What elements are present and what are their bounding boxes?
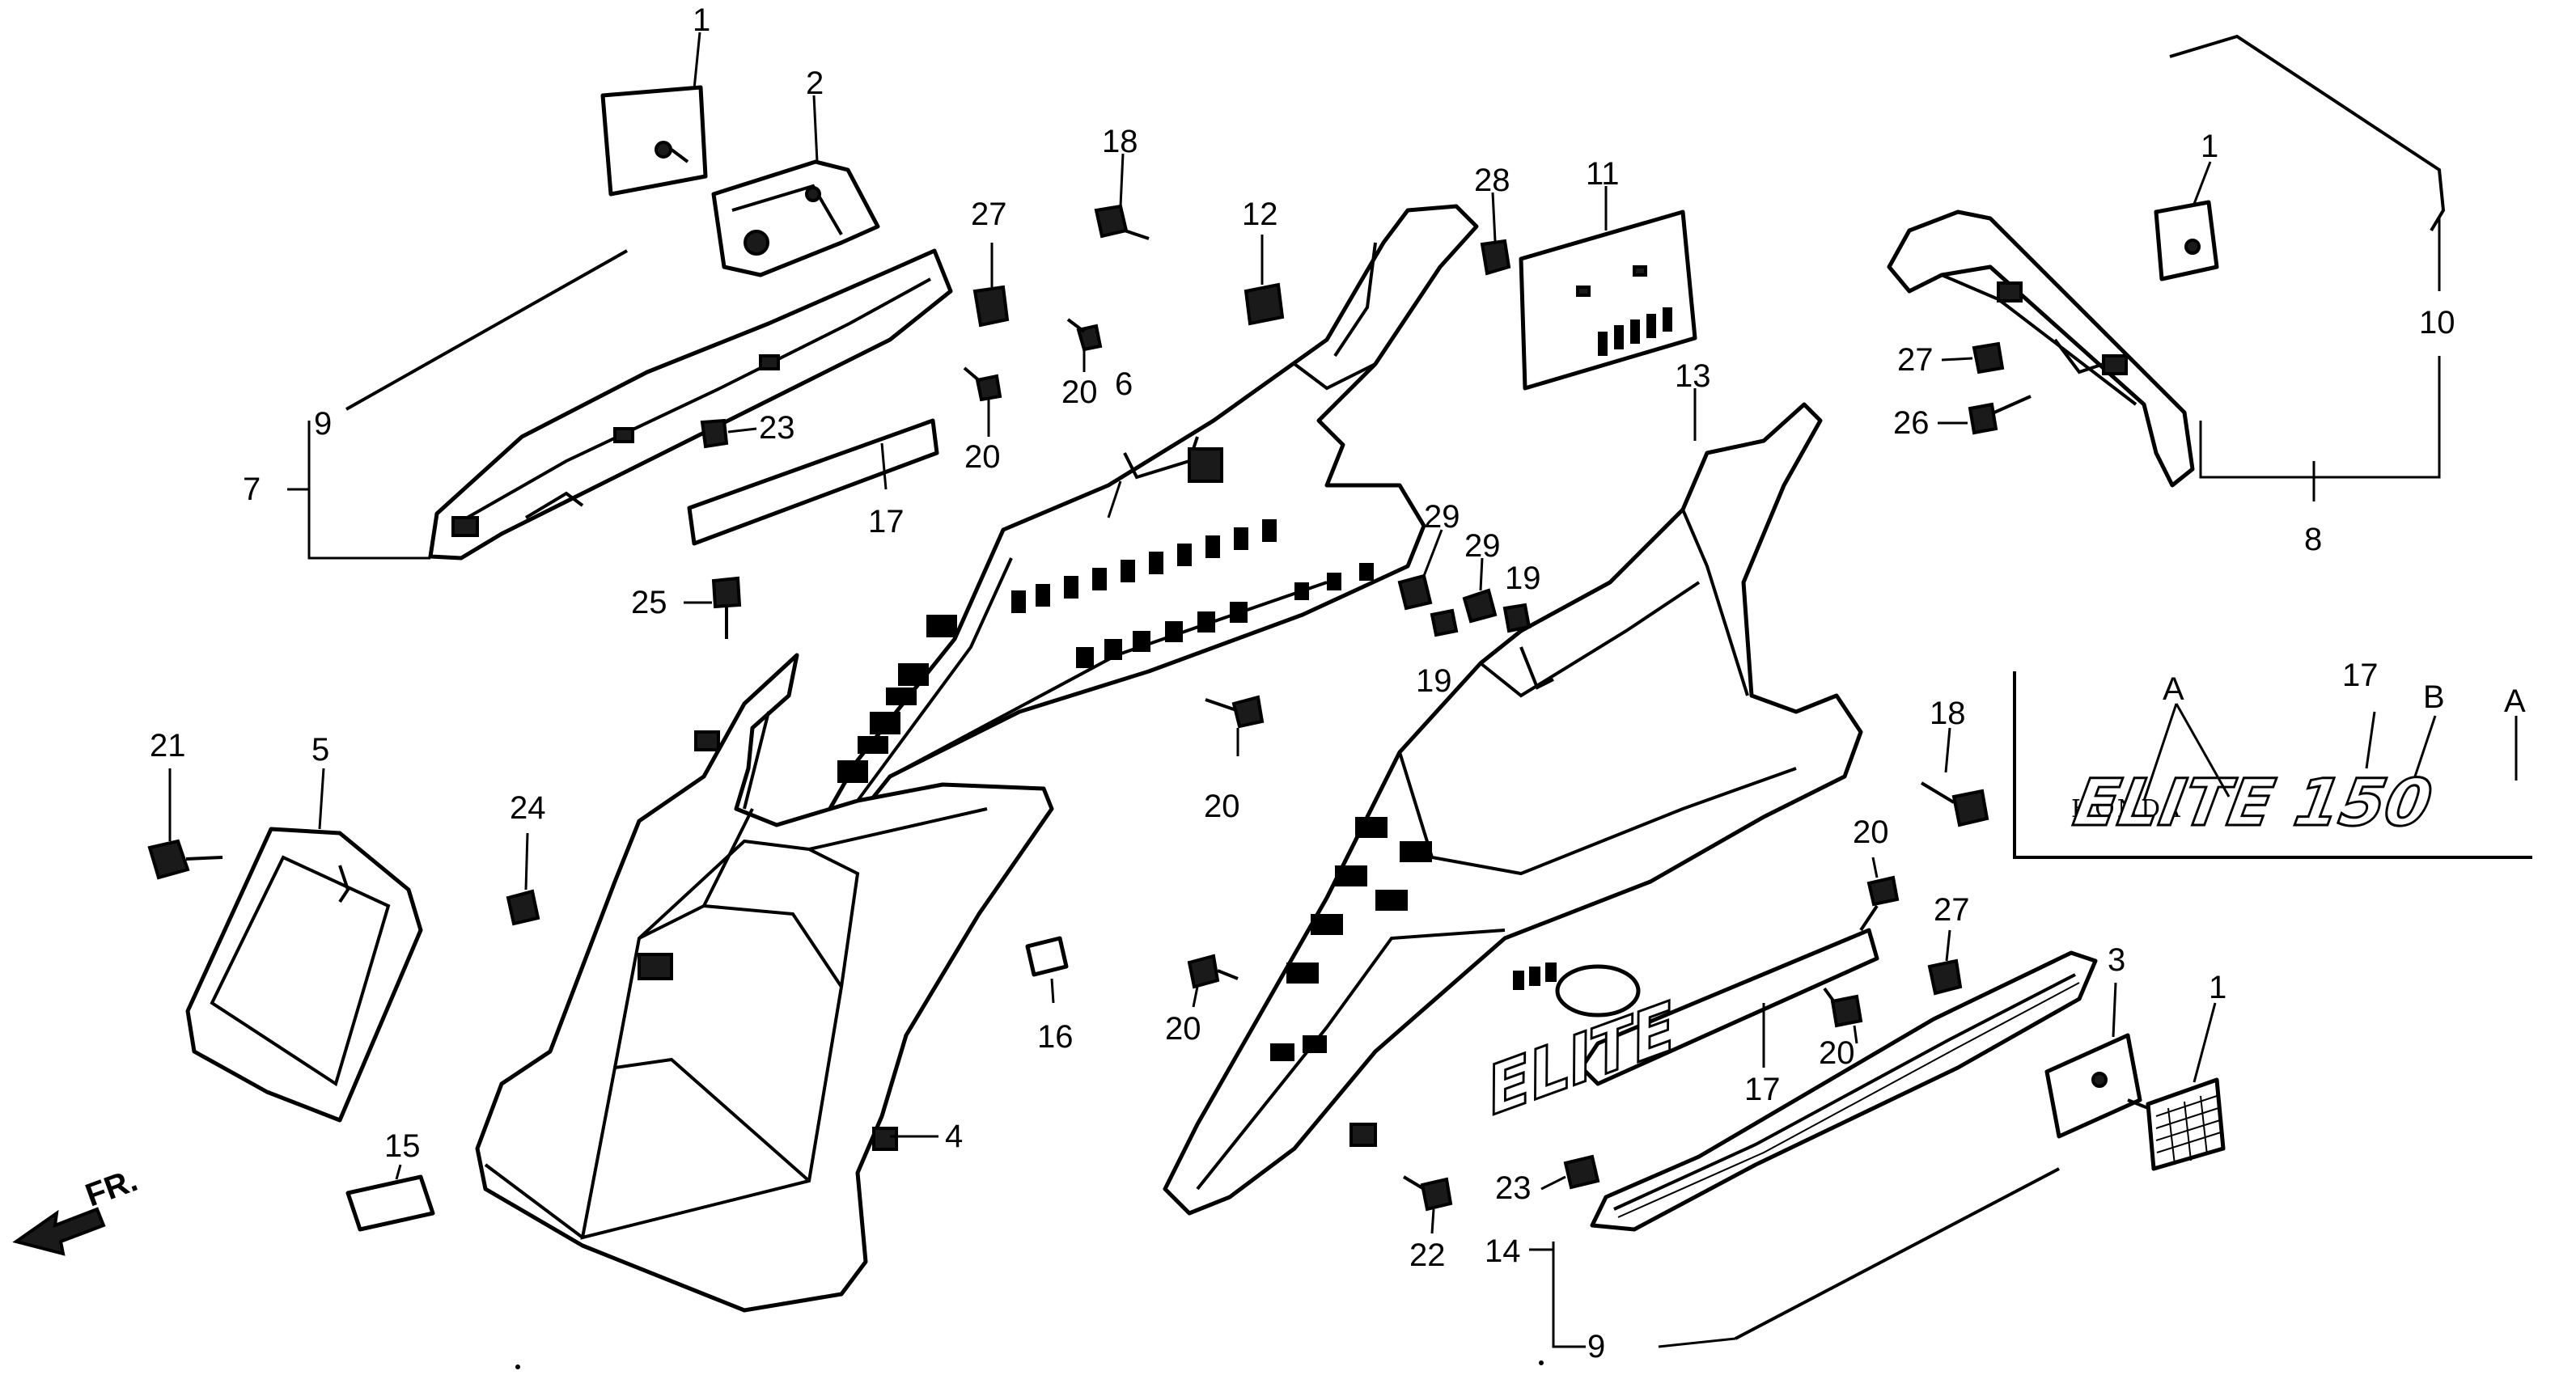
callout-4: 4 — [945, 1119, 963, 1154]
callout-3: 3 — [2108, 942, 2125, 978]
callout-20: 20 — [1853, 814, 1889, 850]
part-29-clip-a — [1397, 573, 1433, 611]
callout-27: 27 — [1934, 892, 1970, 928]
callout-18: 18 — [1930, 696, 1966, 731]
callout-19: 19 — [1416, 663, 1452, 699]
callout-5: 5 — [311, 732, 329, 768]
callout-11: 11 — [1586, 156, 1620, 192]
part-16-label — [1025, 936, 1069, 977]
part-4-front-inner-cover — [475, 653, 1054, 1313]
part-22-screw — [1402, 1175, 1453, 1212]
part-15-label — [345, 1174, 435, 1232]
callout-19: 19 — [1505, 561, 1541, 596]
part-3-reflector-base — [2044, 1033, 2142, 1139]
callout-22: 22 — [1409, 1238, 1446, 1273]
part-25-bolt — [711, 576, 742, 639]
callout-2: 2 — [806, 66, 824, 101]
part-1-reflector-lower — [2127, 1077, 2226, 1171]
callout-20: 20 — [1061, 374, 1098, 410]
part-20-screw-c — [1205, 695, 1265, 729]
callout-20: 20 — [1819, 1035, 1855, 1071]
part-27-nut-top — [972, 285, 1010, 328]
callout-labels: 1 2 9 7 23 17 27 18 20 20 12 6 28 11 13 … — [150, 2, 2526, 1364]
callout-13: 13 — [1675, 358, 1711, 394]
honda-elite-emblem: HONDA ELITE 150 — [2067, 764, 2438, 842]
callout-20: 20 — [1165, 1011, 1201, 1047]
callout-21: 21 — [150, 728, 186, 764]
part-13-body-cover-right — [1163, 402, 1863, 1216]
part-20-screw-a — [1066, 318, 1103, 352]
part-26-bolt — [1968, 395, 2032, 435]
callout-9: 9 — [314, 406, 332, 442]
part-23-clip-top — [700, 418, 729, 449]
part-2-taillight-housing — [711, 159, 880, 277]
callout-27: 27 — [971, 197, 1007, 232]
part-27-nut-right — [1972, 341, 2005, 374]
callout-1: 1 — [2201, 129, 2218, 164]
callout-10: 10 — [2419, 305, 2455, 341]
emblem-model-text: ELITE 150 — [2069, 766, 2438, 841]
callout-23: 23 — [759, 410, 795, 446]
callout-8: 8 — [2304, 522, 2322, 557]
front-direction-arrow: FR. — [12, 1162, 142, 1256]
front-marker-text: FR. — [81, 1162, 142, 1213]
emblem-detail-panel: HONDA ELITE 150 — [2013, 671, 2532, 859]
callout-24: 24 — [510, 790, 546, 826]
callout-16: 16 — [1037, 1019, 1074, 1055]
part-11-license-bracket — [1519, 209, 1697, 391]
callout-29: 29 — [1464, 528, 1501, 564]
callout-7: 7 — [243, 472, 261, 507]
callout-18: 18 — [1102, 124, 1138, 159]
part-9-trim-strip-lower — [1735, 1167, 2060, 1340]
callout-1: 1 — [2209, 970, 2226, 1005]
part-21-knob — [147, 839, 223, 880]
callout-23: 23 — [1495, 1170, 1532, 1206]
callout-25: 25 — [631, 585, 667, 620]
part-7-rear-side-cover-left — [428, 248, 953, 561]
callout-A: A — [2163, 671, 2184, 707]
callout-17: 17 — [1744, 1072, 1781, 1107]
callout-26: 26 — [1893, 405, 1930, 441]
part-1-reflector-right — [2154, 200, 2219, 281]
emblem-honda-text: HONDA — [2071, 795, 2183, 823]
part-14-lower-side-trim — [1590, 950, 2098, 1232]
part-9-trim-strip-top — [345, 249, 628, 411]
part-20-screw-b — [963, 366, 1002, 402]
callout-1: 1 — [693, 2, 710, 38]
part-27-nut-lower — [1927, 958, 1963, 996]
part-18-screw-top — [1094, 204, 1150, 240]
part-17-tape-top — [687, 418, 939, 546]
callout-A: A — [2504, 683, 2526, 719]
part-19-screw-b — [1430, 608, 1459, 637]
callout-12: 12 — [1242, 197, 1278, 232]
callout-17: 17 — [868, 504, 905, 539]
callout-9: 9 — [1587, 1329, 1605, 1364]
callout-14: 14 — [1485, 1233, 1521, 1269]
callout-6: 6 — [1115, 366, 1133, 402]
callout-17: 17 — [2342, 658, 2379, 693]
part-19-screw-a — [1502, 603, 1532, 633]
part-5-inner-cover — [185, 827, 423, 1123]
part-8-rear-grip — [1887, 209, 2195, 488]
callout-27: 27 — [1897, 342, 1934, 378]
part-28-nut — [1480, 239, 1511, 276]
part-6-floor-center-cover — [823, 204, 1479, 819]
part-24-nut-clip — [506, 889, 540, 926]
part-18-screw-right — [1920, 781, 1989, 827]
callout-20: 20 — [964, 439, 1001, 475]
part-1-reflector-top — [600, 85, 708, 197]
part-20-screw-f — [1187, 954, 1239, 989]
callout-29: 29 — [1424, 499, 1460, 535]
part-29-clip-b — [1462, 588, 1498, 624]
part-20-screw-e — [1823, 987, 1863, 1028]
part-10-trim-wire — [2169, 34, 2446, 232]
callout-15: 15 — [384, 1128, 421, 1164]
part-23-clip-lower — [1563, 1154, 1600, 1190]
callout-28: 28 — [1474, 163, 1510, 198]
callout-B: B — [2423, 679, 2445, 715]
part-12-grommet — [1244, 282, 1285, 326]
callout-20: 20 — [1204, 789, 1240, 824]
part-20-screw-d — [1859, 875, 1900, 932]
